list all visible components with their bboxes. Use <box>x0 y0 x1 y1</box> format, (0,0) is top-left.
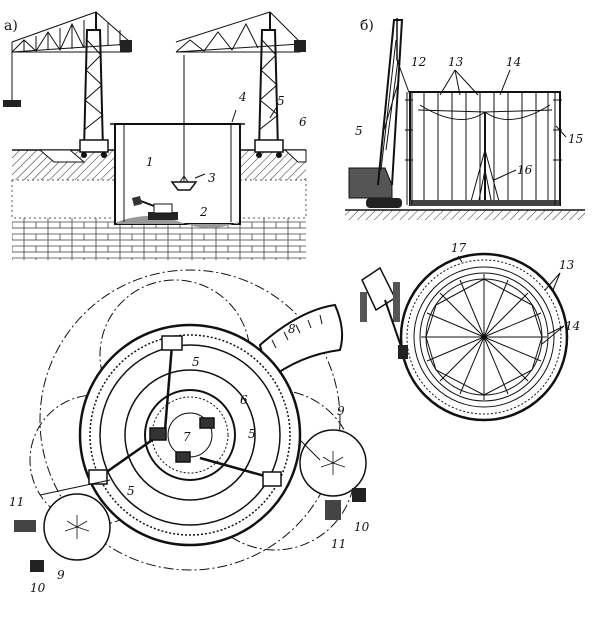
panel-b-label: б) <box>360 18 374 34</box>
panel-c-plan: 8 5 5 5 6 7 9 9 10 10 11 11 <box>9 269 370 595</box>
label-6-ring: 6 <box>240 393 248 407</box>
ground-b <box>345 210 585 220</box>
label-5-crane: 5 <box>277 94 285 108</box>
panel-b-elevation: б) <box>345 18 585 220</box>
embankment-right <box>283 149 307 163</box>
dump-truck-right <box>325 500 341 520</box>
label-10-right: 10 <box>354 520 370 534</box>
pit-bottom <box>117 216 238 228</box>
label-17-outer-ring: 17 <box>451 241 467 255</box>
label-10-left: 10 <box>30 581 46 595</box>
soil-layer-right <box>239 179 307 219</box>
label-5-crane-right: 5 <box>248 427 256 441</box>
bulldozer-left <box>30 560 44 572</box>
excavator <box>132 196 178 220</box>
label-16-center-support: 16 <box>517 163 533 177</box>
label-1-caisson: 1 <box>146 155 154 169</box>
soil-layer-left <box>11 179 116 219</box>
label-5-crawler: 5 <box>355 124 363 138</box>
panel-b-plan: 17 13 14 <box>360 241 580 422</box>
label-9-heap-right: 9 <box>337 404 345 418</box>
label-15-ladder: 15 <box>568 132 583 146</box>
label-7-well: 7 <box>183 430 191 444</box>
counterweight-left <box>120 40 132 52</box>
label-13-shell-panels: 13 <box>448 55 464 69</box>
load-left <box>3 100 21 107</box>
label-11-left: 11 <box>9 495 24 509</box>
caisson-shaft <box>114 123 241 225</box>
label-5-crane-top: 5 <box>192 355 200 369</box>
panel-a-section: а) <box>3 11 307 260</box>
crawler-crane <box>348 18 411 208</box>
label-9-heap-left: 9 <box>57 568 65 582</box>
shell-base <box>410 200 560 206</box>
label-14-shell: 14 <box>506 55 521 69</box>
label-13-plan: 13 <box>559 258 575 272</box>
label-4-wall: 4 <box>238 90 247 104</box>
label-6-embankment: 6 <box>299 115 307 129</box>
tower-crane-right <box>175 11 306 158</box>
panel-a-label: а) <box>4 18 18 34</box>
tower-crane-left <box>3 11 132 158</box>
label-3-bucket: 3 <box>208 171 216 185</box>
dump-truck-left <box>14 520 36 532</box>
label-14-plan: 14 <box>565 319 580 333</box>
counterweight-right <box>294 40 306 52</box>
label-12-crawler-crane: 12 <box>411 55 426 69</box>
embankment-left <box>38 149 86 163</box>
label-5-crane-left: 5 <box>127 484 135 498</box>
bulldozer-right <box>352 488 366 502</box>
label-2-excavator: 2 <box>199 205 208 219</box>
label-8-chute: 8 <box>288 322 296 336</box>
label-11-right: 11 <box>331 537 346 551</box>
